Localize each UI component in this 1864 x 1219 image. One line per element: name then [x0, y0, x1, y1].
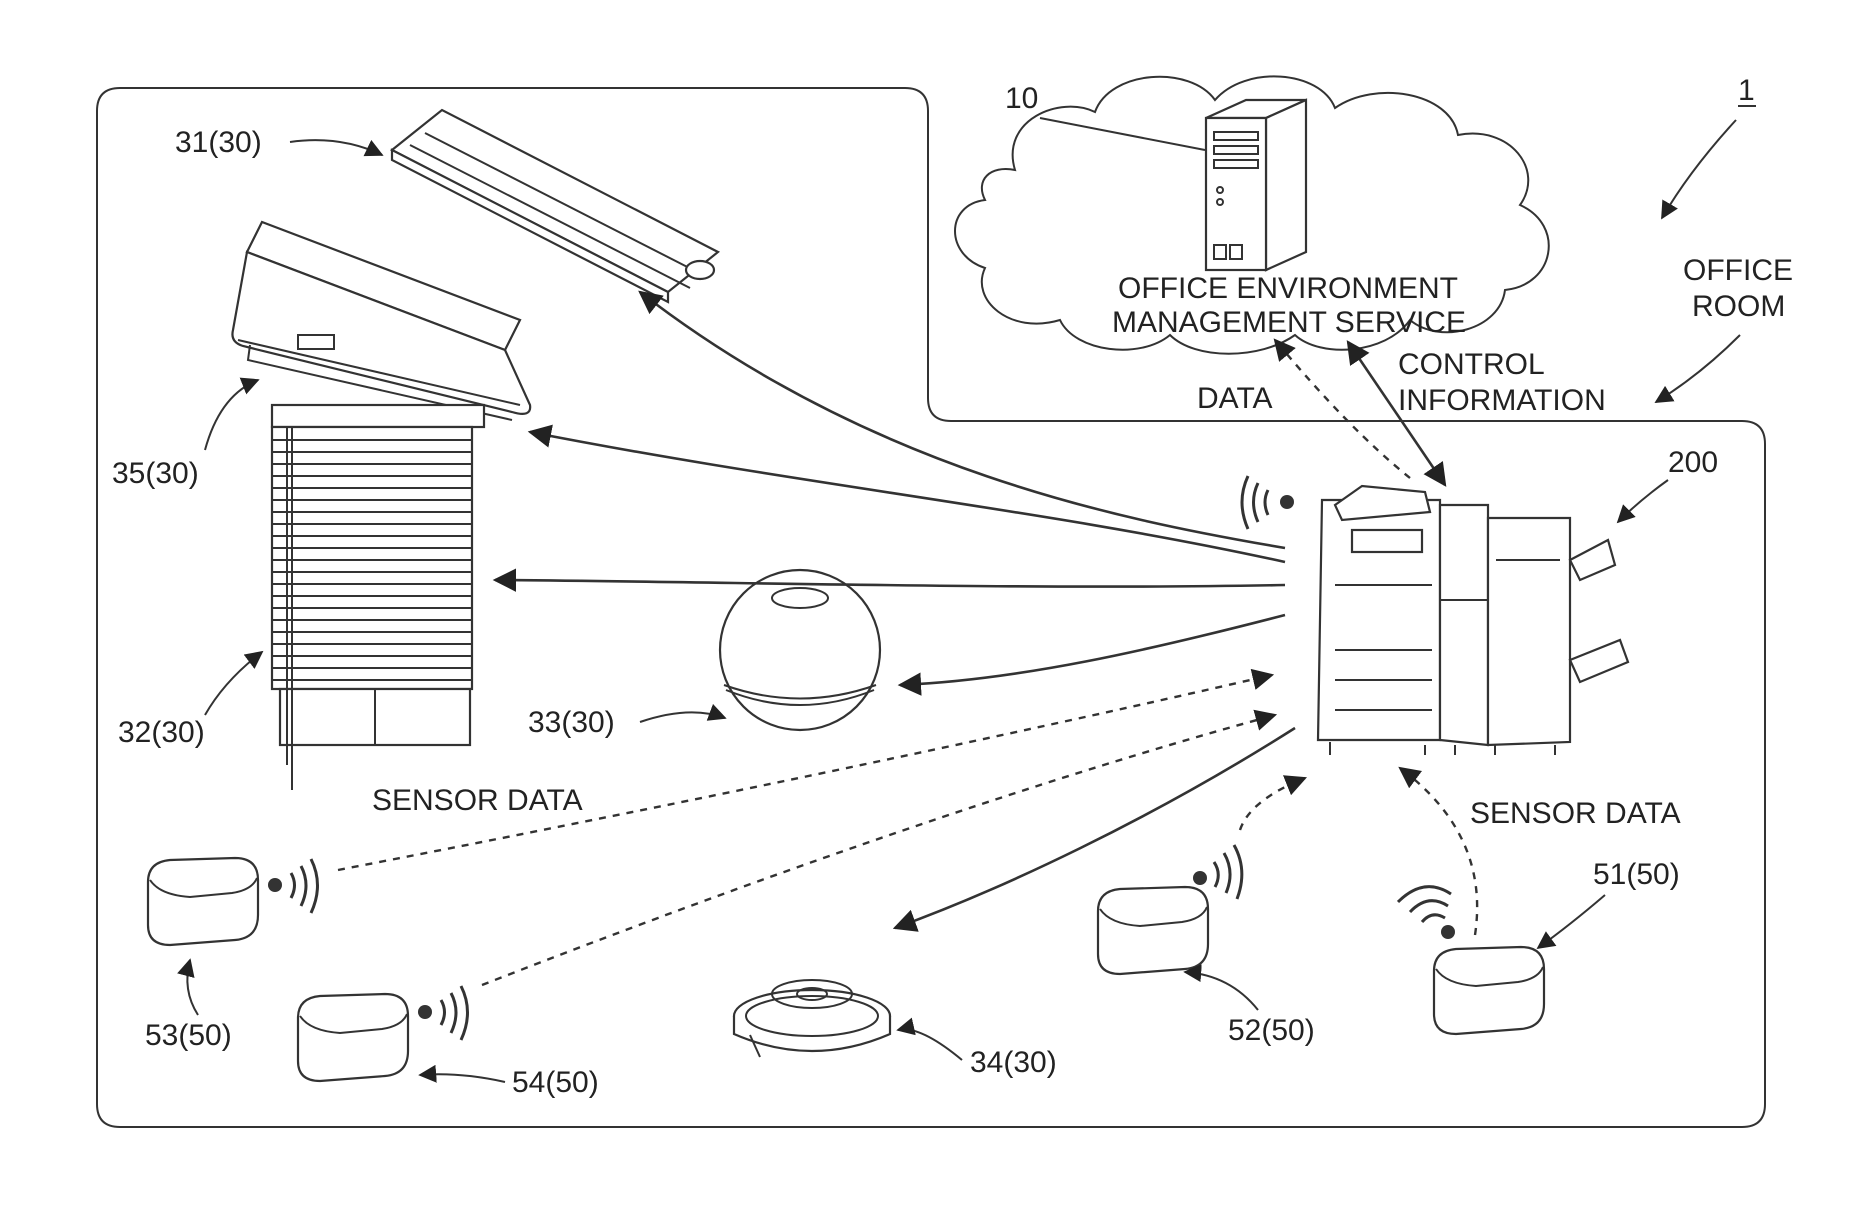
sensor-54-icon: [298, 986, 468, 1081]
multifunction-printer-icon: [1242, 476, 1628, 755]
sensor-53-label: 53(50): [145, 1019, 232, 1052]
control-flow-label-line1: CONTROL: [1398, 348, 1545, 381]
sensor-data-label-right: SENSOR DATA: [1470, 797, 1681, 830]
sensor-54-label: 54(50): [512, 1066, 599, 1099]
system-ref-label: 1: [1738, 74, 1755, 107]
control-to-ac-arrow: [530, 432, 1285, 562]
sensor52-data-arrow: [1240, 778, 1305, 830]
control-to-robot-arrow: [895, 728, 1295, 928]
data-flow-label: DATA: [1197, 382, 1273, 415]
data-arrow: [1275, 340, 1410, 478]
sensor-52-label: 52(50): [1228, 1014, 1315, 1047]
control-flow-label-line2: INFORMATION: [1398, 384, 1606, 417]
window-blind-icon: [272, 405, 484, 790]
control-to-blind-arrow: [495, 580, 1285, 587]
air-conditioner-label: 35(30): [112, 457, 199, 490]
air-conditioner-icon: [232, 222, 530, 420]
sensor-data-label-left: SENSOR DATA: [372, 784, 583, 817]
sensor-51-label: 51(50): [1593, 858, 1680, 891]
robot-cleaner-label: 34(30): [970, 1046, 1057, 1079]
room-label-line2: ROOM: [1692, 290, 1785, 323]
sensor-52-icon: [1098, 845, 1242, 974]
sensor-53-icon: [148, 858, 318, 945]
smart-speaker-icon: [720, 570, 880, 730]
sensor-51-icon: [1398, 887, 1544, 1034]
room-label-line1: OFFICE: [1683, 254, 1793, 287]
server-title-line2: MANAGEMENT SERVICE: [1112, 306, 1466, 339]
server-ref-label: 10: [1005, 82, 1038, 115]
ceiling-light-icon: [392, 110, 718, 302]
light-label: 31(30): [175, 126, 262, 159]
speaker-label: 33(30): [528, 706, 615, 739]
blind-label: 32(30): [118, 716, 205, 749]
server-title-line1: OFFICE ENVIRONMENT: [1118, 272, 1458, 305]
server-icon: [1206, 100, 1306, 270]
robot-cleaner-icon: [734, 980, 890, 1057]
mfp-ref-label: 200: [1668, 446, 1718, 479]
control-to-speaker-arrow: [900, 615, 1285, 685]
